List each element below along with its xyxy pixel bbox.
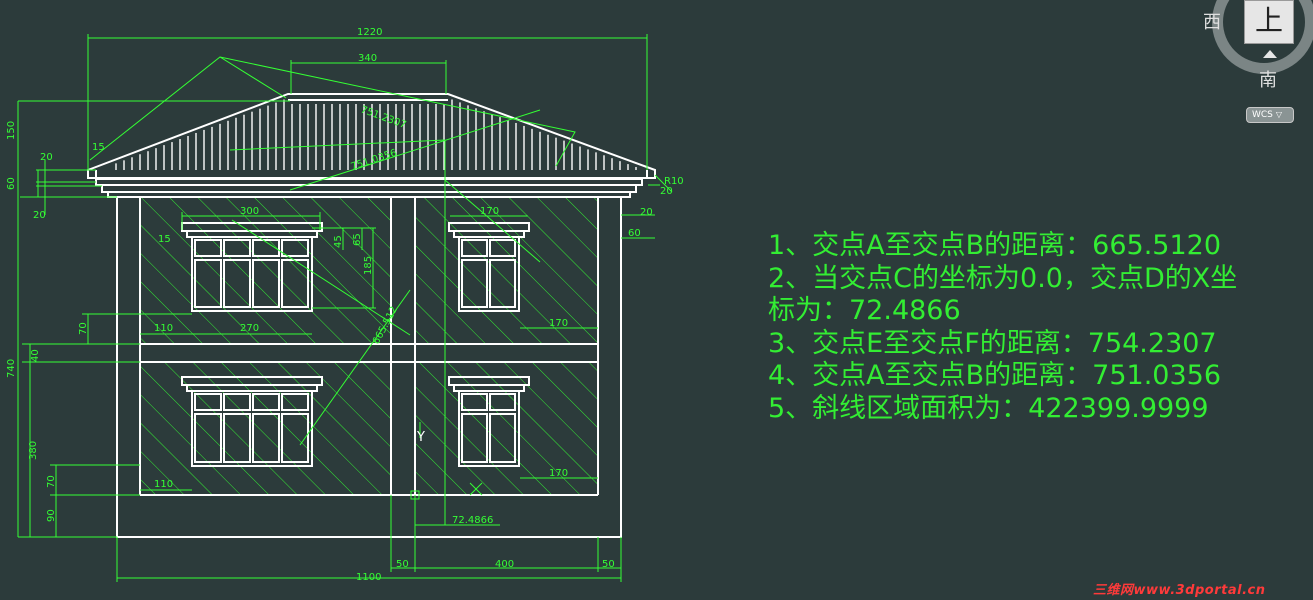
- dim-20-lower: 20: [33, 210, 46, 221]
- window-pane-top: [461, 239, 488, 257]
- dim-20-right-b: 20: [640, 207, 653, 218]
- window-pane-bottom: [252, 259, 280, 308]
- compass-west-label[interactable]: 西: [1203, 12, 1221, 33]
- window-frame: [191, 236, 313, 312]
- window-pane-bottom: [461, 259, 488, 308]
- window-pane-top: [281, 393, 309, 411]
- window-pane-bottom: [281, 413, 309, 463]
- window-pane-bottom: [489, 259, 516, 308]
- dim-60-left: 60: [6, 177, 17, 190]
- dim-50-left: 50: [396, 559, 409, 570]
- wcs-label: WCS: [1252, 110, 1273, 120]
- window-pane-top: [489, 239, 516, 257]
- dim-70-lower: 70: [46, 475, 57, 488]
- window-pane-bottom: [223, 259, 251, 308]
- window-pane-top: [223, 393, 251, 411]
- windows: [181, 222, 530, 467]
- window-frame: [458, 236, 520, 312]
- chevron-down-icon: ▽: [1275, 110, 1283, 119]
- window-pane-top: [281, 239, 309, 257]
- wcs-dropdown[interactable]: WCS▽: [1246, 107, 1294, 123]
- window-pane-bottom: [252, 413, 280, 463]
- dim-15-window: 15: [158, 234, 171, 245]
- dim-diag-751-0356: 751.0356: [350, 148, 399, 173]
- window-pane-bottom: [194, 413, 222, 463]
- dim-300: 300: [240, 206, 259, 217]
- dim-170-top: 170: [480, 206, 499, 217]
- dim-1100: 1100: [356, 572, 381, 583]
- dim-400: 400: [495, 559, 514, 570]
- result-line-2: 2、当交点C的坐标为0.0，交点D的X坐: [768, 262, 1238, 294]
- dim-340: 340: [358, 53, 377, 64]
- result-line-1: 1、交点A至交点B的距离：665.5120: [768, 230, 1222, 261]
- dim-1220: 1220: [357, 27, 382, 38]
- result-line-5: 4、交点A至交点B的距离：751.0356: [768, 360, 1222, 391]
- compass-south-label[interactable]: 南: [1259, 70, 1277, 91]
- dim-50-right: 50: [602, 559, 615, 570]
- roof-stripes: [115, 99, 637, 170]
- window-frame: [458, 390, 520, 467]
- window-pane-bottom: [223, 413, 251, 463]
- result-line-4: 3、交点E至交点F的距离：754.2307: [768, 327, 1217, 359]
- window-pane-bottom: [489, 413, 516, 463]
- building-outline: [87, 93, 656, 538]
- watermark: 三维网www.3dportal.cn: [1093, 583, 1266, 598]
- dim-diag-751-2307: 751.2307: [359, 104, 408, 131]
- y-axis-marker: Y: [416, 430, 425, 445]
- dim-110-lower: 110: [154, 479, 173, 490]
- dim-380: 380: [28, 441, 39, 460]
- window-pane-bottom: [194, 259, 222, 308]
- dim-45: 45: [333, 235, 344, 248]
- window-pane-top: [194, 239, 222, 257]
- dim-90: 90: [46, 509, 57, 522]
- dim-65: 65: [352, 233, 363, 246]
- viewcube-arrow-icon[interactable]: [1263, 50, 1277, 58]
- dim-20-upper: 20: [40, 152, 53, 163]
- dimension-lines: [17, 34, 673, 582]
- window-pane-top: [461, 393, 488, 411]
- measurement-results: 1、交点A至交点B的距离：665.5120 2、当交点C的坐标为0.0，交点D的…: [768, 230, 1313, 425]
- window-pane-top: [489, 393, 516, 411]
- dim-270: 270: [240, 323, 259, 334]
- dim-r10: R10: [664, 176, 684, 187]
- result-line-3: 标为：72.4866: [768, 295, 961, 326]
- dim-72-4866: 72.4866: [452, 515, 493, 526]
- dim-170-mid: 170: [549, 318, 568, 329]
- dim-740: 740: [6, 359, 17, 378]
- window-pane-top: [252, 393, 280, 411]
- window-pane-top: [194, 393, 222, 411]
- window-pane-bottom: [461, 413, 488, 463]
- dim-185: 185: [363, 256, 374, 275]
- dim-60-right: 60: [628, 228, 641, 239]
- viewcube[interactable]: 上 西 南 WCS▽: [1200, 0, 1313, 130]
- dim-170-bottom: 170: [549, 468, 568, 479]
- hatch-regions: [140, 197, 598, 495]
- window-pane-bottom: [281, 259, 309, 308]
- result-line-6: 5、斜线区域面积为：422399.9999: [768, 392, 1209, 424]
- dim-70-upper: 70: [78, 322, 89, 335]
- dim-150: 150: [6, 121, 17, 140]
- dim-15-roof: 15: [92, 142, 105, 153]
- window-pane-top: [252, 239, 280, 257]
- viewcube-compass-ring[interactable]: [1212, 0, 1313, 74]
- dim-110-upper: 110: [154, 323, 173, 334]
- window-pane-top: [223, 239, 251, 257]
- viewcube-top-face[interactable]: 上: [1244, 0, 1294, 44]
- dim-40: 40: [30, 349, 41, 362]
- dim-20-right-a: 20: [660, 186, 673, 197]
